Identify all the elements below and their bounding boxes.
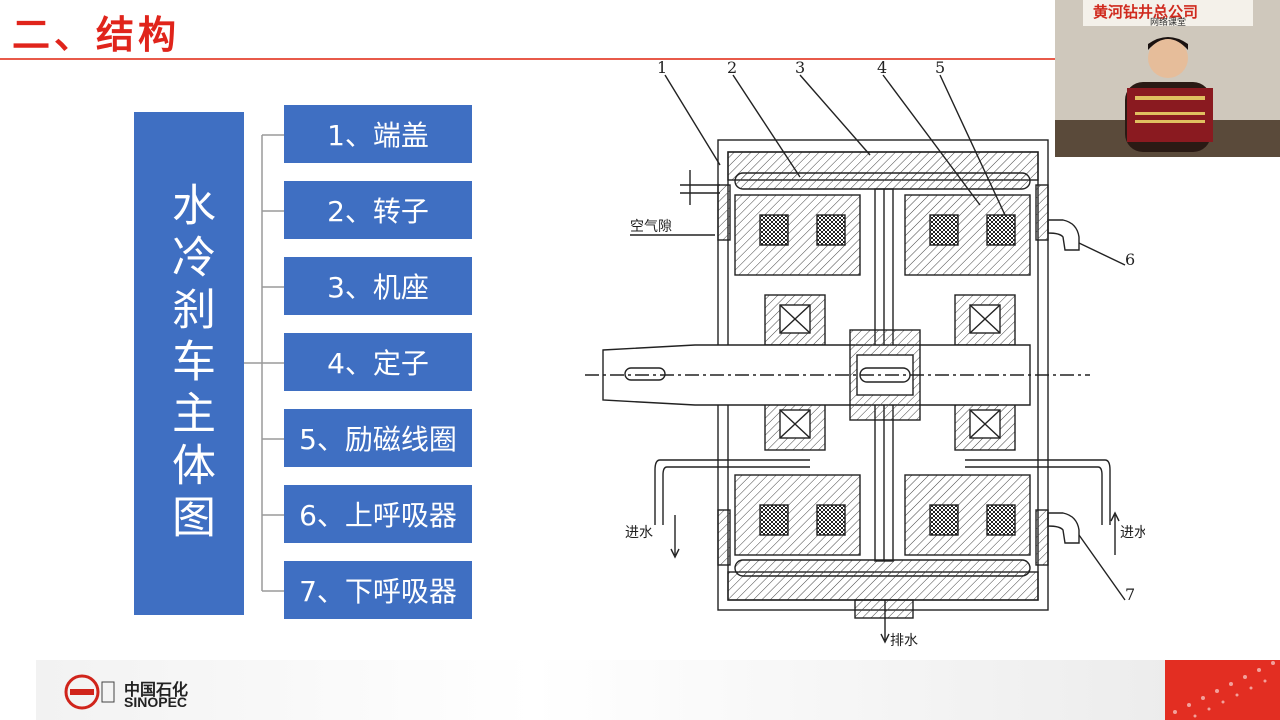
item-frame: 3、机座 (284, 257, 472, 315)
presenter-video-frame (1055, 0, 1280, 157)
air-gap-label: 空气隙 (630, 219, 672, 235)
sinopec-logo-icon (64, 674, 115, 710)
item-excitation-coil: 5、励磁线圈 (284, 409, 472, 467)
item-lower-breather: 7、下呼吸器 (284, 561, 472, 619)
footer-decoration (1165, 660, 1280, 720)
presenter-webcam: 黄河钻井总公司 网络课堂 (1055, 0, 1280, 157)
diagram-number-1: 1 (657, 58, 667, 77)
diagram-number-7: 7 (1125, 585, 1135, 604)
webcam-banner: 黄河钻井总公司 (1093, 3, 1199, 21)
brake-cross-section-diagram: 1 2 3 4 5 6 7 空气隙 进水 进水 排水 (585, 58, 1145, 649)
slide-footer (36, 660, 1280, 720)
footer-logo-english: SINOPEC (124, 694, 188, 710)
diagram-number-4: 4 (877, 58, 887, 77)
item-rotor: 2、转子 (284, 181, 472, 239)
item-stator: 4、定子 (284, 333, 472, 391)
diagram-number-6: 6 (1125, 250, 1135, 269)
footer-logo-chinese: 中国石化 (124, 680, 189, 699)
title-divider (0, 58, 1056, 60)
water-inlet-right-label: 进水 (1120, 525, 1145, 541)
slide-title: 二、结构 (12, 13, 181, 57)
webcam-subtitle: 网络课堂 (1150, 18, 1187, 28)
vertical-label-box: 水冷刹车主体图 (134, 112, 244, 615)
diagram-number-3: 3 (795, 58, 805, 77)
drain-label: 排水 (890, 633, 918, 649)
diagram-number-2: 2 (727, 58, 737, 77)
item-upper-breather: 6、上呼吸器 (284, 485, 472, 543)
item-end-cover: 1、端盖 (284, 105, 472, 163)
bracket-lines (244, 134, 284, 592)
water-inlet-left-label: 进水 (625, 525, 653, 541)
diagram-number-5: 5 (935, 58, 945, 77)
vertical-label: 水冷刹车主体图 (164, 181, 215, 546)
